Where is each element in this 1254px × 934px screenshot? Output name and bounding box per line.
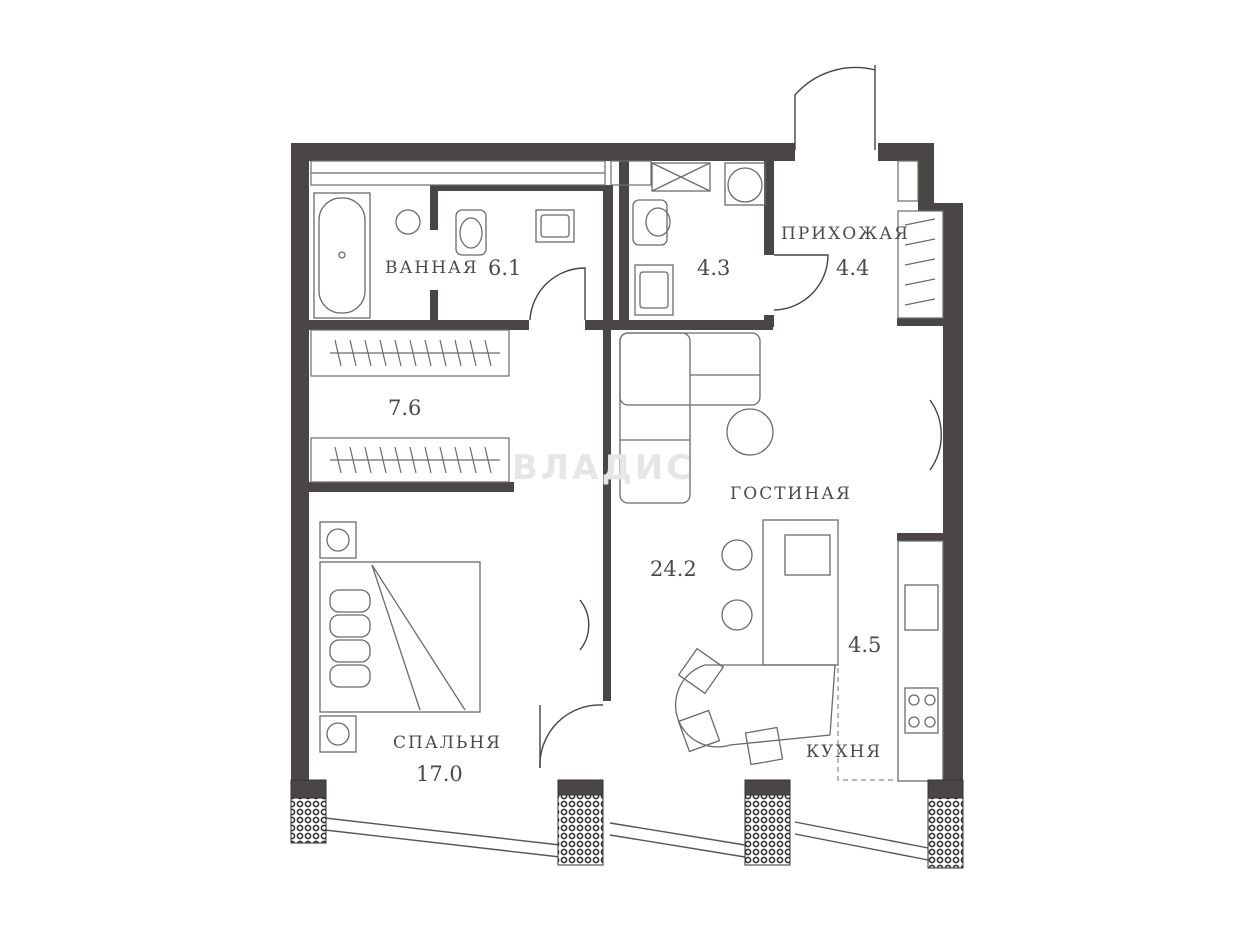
doors [529,65,942,769]
living-area: 24.2 [650,557,697,581]
wardrobe-area: 7.6 [388,396,422,420]
hallway-area: 4.4 [836,256,870,280]
bathroom-name: ВАННАЯ [385,258,479,278]
kitchen-zone-boundary [837,533,897,781]
outer-walls [291,143,963,798]
interior-walls [309,160,943,541]
wardrobe-rails [310,210,944,483]
wall-columns [290,779,964,869]
living-name: ГОСТИНАЯ [730,484,852,504]
bottom-windows [324,817,929,861]
watermark: ВЛАДИС [512,448,695,488]
wc-area: 4.3 [697,256,731,280]
living-furniture [619,332,944,782]
top-windows [310,160,919,202]
hallway-name: ПРИХОЖАЯ [781,224,910,244]
bathtub-icon [313,192,371,319]
bedroom-area: 17.0 [416,762,463,786]
sanitary-fixtures [395,162,766,316]
bathroom-area: 6.1 [488,256,522,280]
kitchen-name: КУХНЯ [806,742,883,762]
bed-icon [319,521,481,753]
kitchen-area: 4.5 [848,633,882,657]
bedroom-name: СПАЛЬНЯ [393,733,502,753]
